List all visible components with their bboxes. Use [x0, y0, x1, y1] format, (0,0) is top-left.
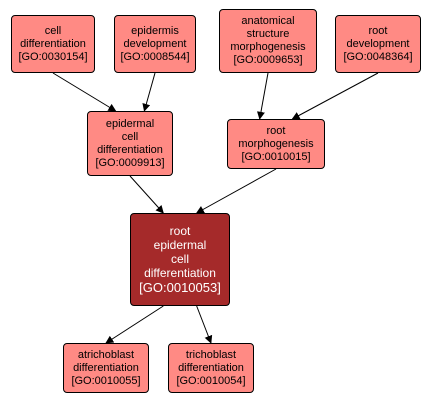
node-label-line: differentiation — [144, 266, 216, 280]
edge-root_morphogenesis-to-root_epidermal_cell_differentiation — [195, 168, 277, 214]
edge-root_epidermal_cell_differentiation-to-trichoblast_differentiation — [196, 305, 213, 344]
node-label-line: root — [368, 24, 388, 37]
node-go-id: [GO:0009653] — [233, 54, 303, 66]
edge-root_development-to-root_morphogenesis — [291, 72, 379, 120]
node-label-line: differentiation — [178, 361, 244, 374]
node-label-line: root — [266, 124, 286, 137]
node-go-id: [GO:0010053] — [139, 280, 221, 295]
node-go-id: [GO:0009913] — [95, 156, 165, 169]
node-label-line: differentiation — [97, 143, 163, 156]
node-go-id: [GO:0048364] — [343, 50, 413, 63]
node-label-line: morphogenesis — [230, 41, 306, 53]
node-label-line: atrichoblast — [77, 348, 135, 361]
node-label-line: epidermal — [153, 238, 207, 252]
node-go-id: [GO:0008544] — [120, 50, 190, 63]
node-label-line: differentiation — [73, 361, 139, 374]
node-go-id: [GO:0010055] — [71, 374, 141, 387]
node-label-line: anatomical — [241, 15, 295, 27]
edge-root_epidermal_cell_differentiation-to-atrichoblast_differentiation — [105, 305, 164, 344]
edge-epidermal_cell_differentiation-to-root_epidermal_cell_differentiation — [129, 175, 164, 214]
node-go-id: [GO:0010015] — [241, 150, 311, 163]
node-label-line: differentiation — [20, 37, 86, 50]
node-label-line: cell — [170, 252, 189, 266]
node-label-line: epidermal — [105, 117, 155, 130]
node-label-line: epidermis — [131, 24, 179, 37]
node-label-line: development — [346, 37, 410, 50]
node-label-line: cell — [121, 130, 139, 143]
edge-anatomical_structure_morphogenesis-to-root_morphogenesis — [257, 72, 269, 120]
node-label-line: structure — [246, 28, 290, 40]
node-label-line: root — [169, 224, 191, 238]
node-label-line: morphogenesis — [238, 137, 314, 150]
node-go-id: [GO:0030154] — [18, 50, 88, 63]
node-label-line: development — [123, 37, 187, 50]
edge-cell_differentiation-to-epidermal_cell_differentiation — [52, 72, 117, 112]
node-label-line: cell — [44, 24, 62, 37]
node-label-line: trichoblast — [185, 348, 237, 361]
node-go-id: [GO:0010054] — [176, 374, 246, 387]
edge-epidermis_development-to-epidermal_cell_differentiation — [142, 72, 156, 112]
